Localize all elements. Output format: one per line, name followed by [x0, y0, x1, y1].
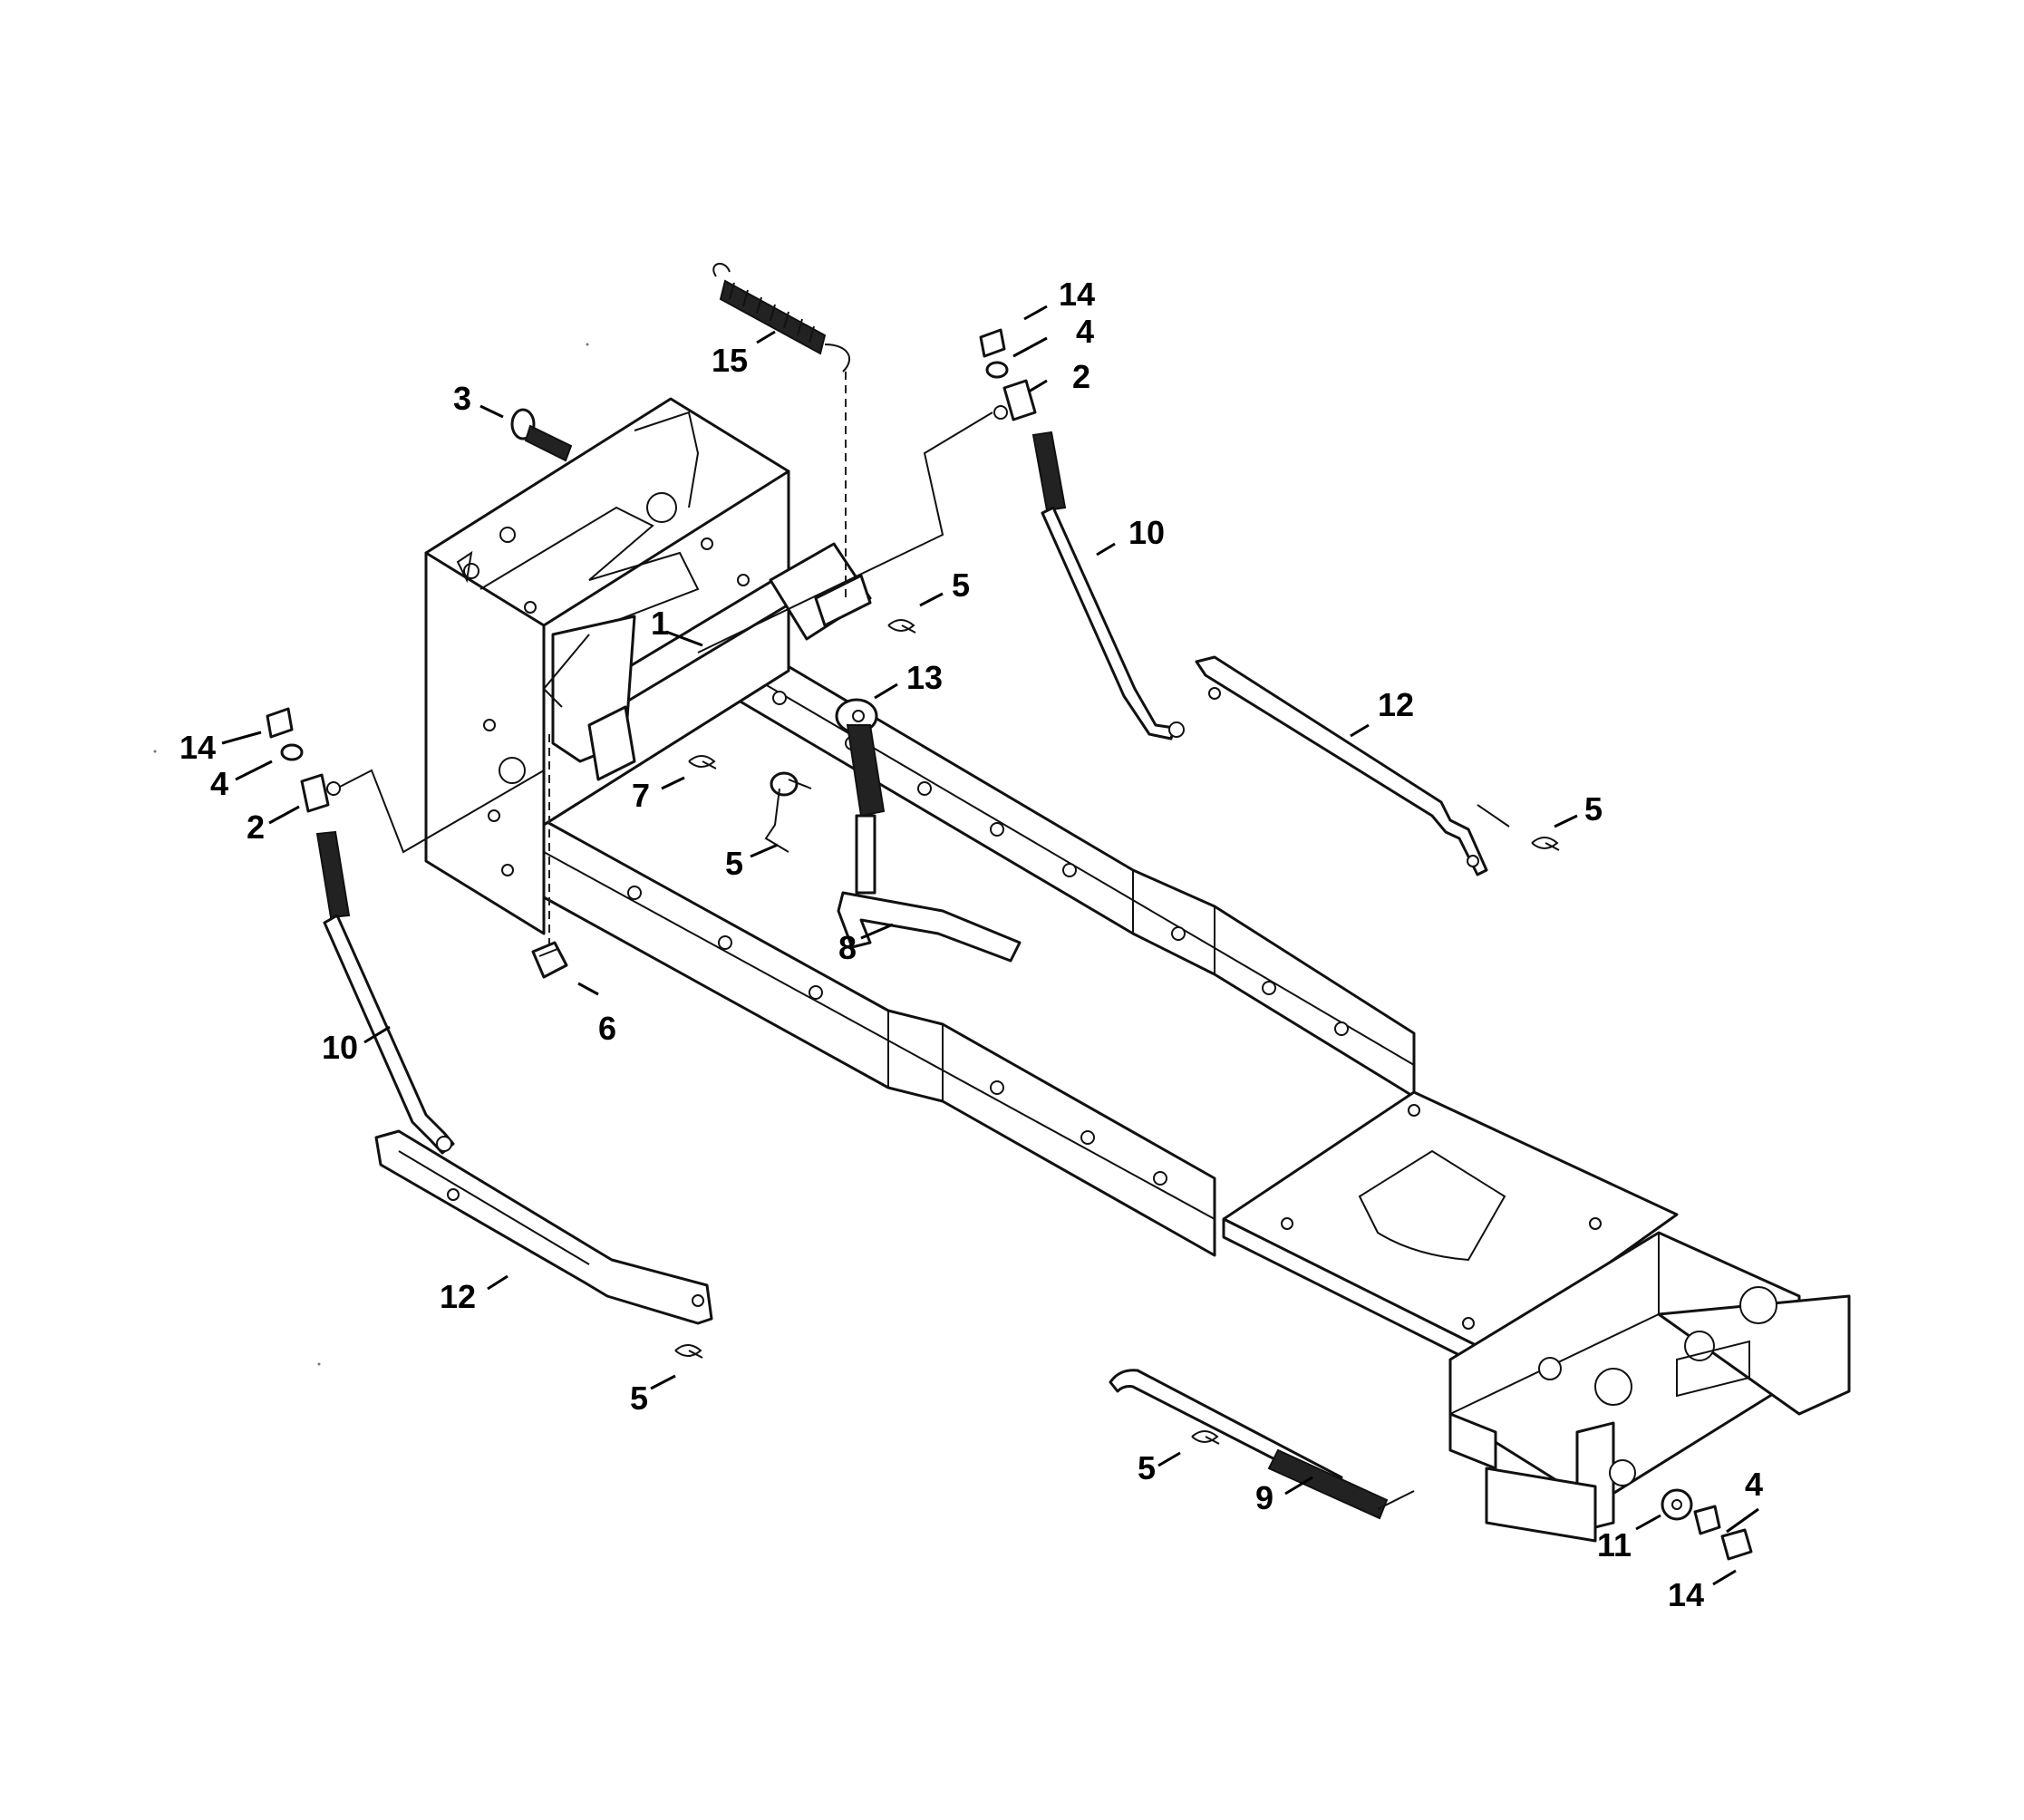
callout-10-left: 10	[322, 1029, 358, 1066]
callout-4-left: 4	[210, 765, 228, 802]
scan-specks	[153, 343, 589, 1366]
right-lift-link	[1031, 431, 1185, 741]
drag-link	[1109, 1369, 1389, 1520]
callout-14-rear: 14	[1668, 1576, 1704, 1613]
callout-5-right-arm: 5	[1584, 790, 1603, 828]
callout-13: 13	[906, 659, 943, 696]
lift-lever	[837, 814, 1022, 963]
right-lift-arm	[1195, 655, 1488, 876]
shoulder-bolt	[510, 408, 573, 462]
callout-2-top: 2	[1072, 358, 1090, 395]
lift-handle-grip	[835, 698, 886, 818]
callout-1: 1	[651, 605, 669, 642]
guide-line-left-link	[339, 769, 545, 854]
callout-12-left: 12	[440, 1278, 476, 1315]
left-lift-arm	[374, 1129, 713, 1325]
callout-7: 5	[725, 845, 743, 882]
callout-5-shaft: 7	[632, 777, 650, 814]
rear-axle-bracket	[1448, 1231, 1851, 1543]
hairpin-clips	[674, 619, 1560, 1445]
callout-4-rear: 4	[1745, 1466, 1763, 1503]
lift-shaft	[542, 542, 872, 781]
left-lift-link	[315, 830, 455, 1155]
extension-spring	[712, 263, 851, 373]
spring-coils	[729, 282, 815, 344]
callout-3: 3	[453, 380, 471, 417]
callout-5-left-arm: 5	[630, 1380, 648, 1417]
callout-14-left: 14	[179, 729, 216, 766]
callout-labels: 14 4 2 15 3 10 5 1 13 12 14 4 5 2 7 5 8 …	[179, 276, 1763, 1613]
right-lift-link-hardware	[979, 328, 1037, 421]
guide-line-drag-link	[1377, 1490, 1415, 1510]
rear-hardware	[1661, 1488, 1753, 1561]
leader-lines	[221, 305, 1759, 1586]
pin-sleeve	[531, 941, 568, 979]
guide-line-right-link	[697, 411, 993, 653]
rear-plate	[1222, 1090, 1679, 1370]
callout-10-right: 10	[1128, 514, 1165, 551]
callout-4-top: 4	[1076, 313, 1094, 350]
callout-8: 8	[838, 929, 857, 966]
callout-5-drag-link: 5	[1138, 1449, 1156, 1486]
left-lift-link-hardware	[266, 707, 341, 813]
callout-2-left: 2	[247, 808, 265, 846]
callout-14-top: 14	[1059, 276, 1095, 313]
frame-rails	[542, 633, 1416, 1257]
callout-12-right: 12	[1378, 686, 1414, 723]
callout-5-handle: 5	[952, 566, 970, 604]
callout-15: 15	[712, 342, 748, 379]
callout-6: 6	[598, 1010, 616, 1047]
torsion-spring	[764, 771, 812, 853]
callout-9: 9	[1255, 1479, 1273, 1516]
callout-11: 11	[1597, 1526, 1632, 1563]
